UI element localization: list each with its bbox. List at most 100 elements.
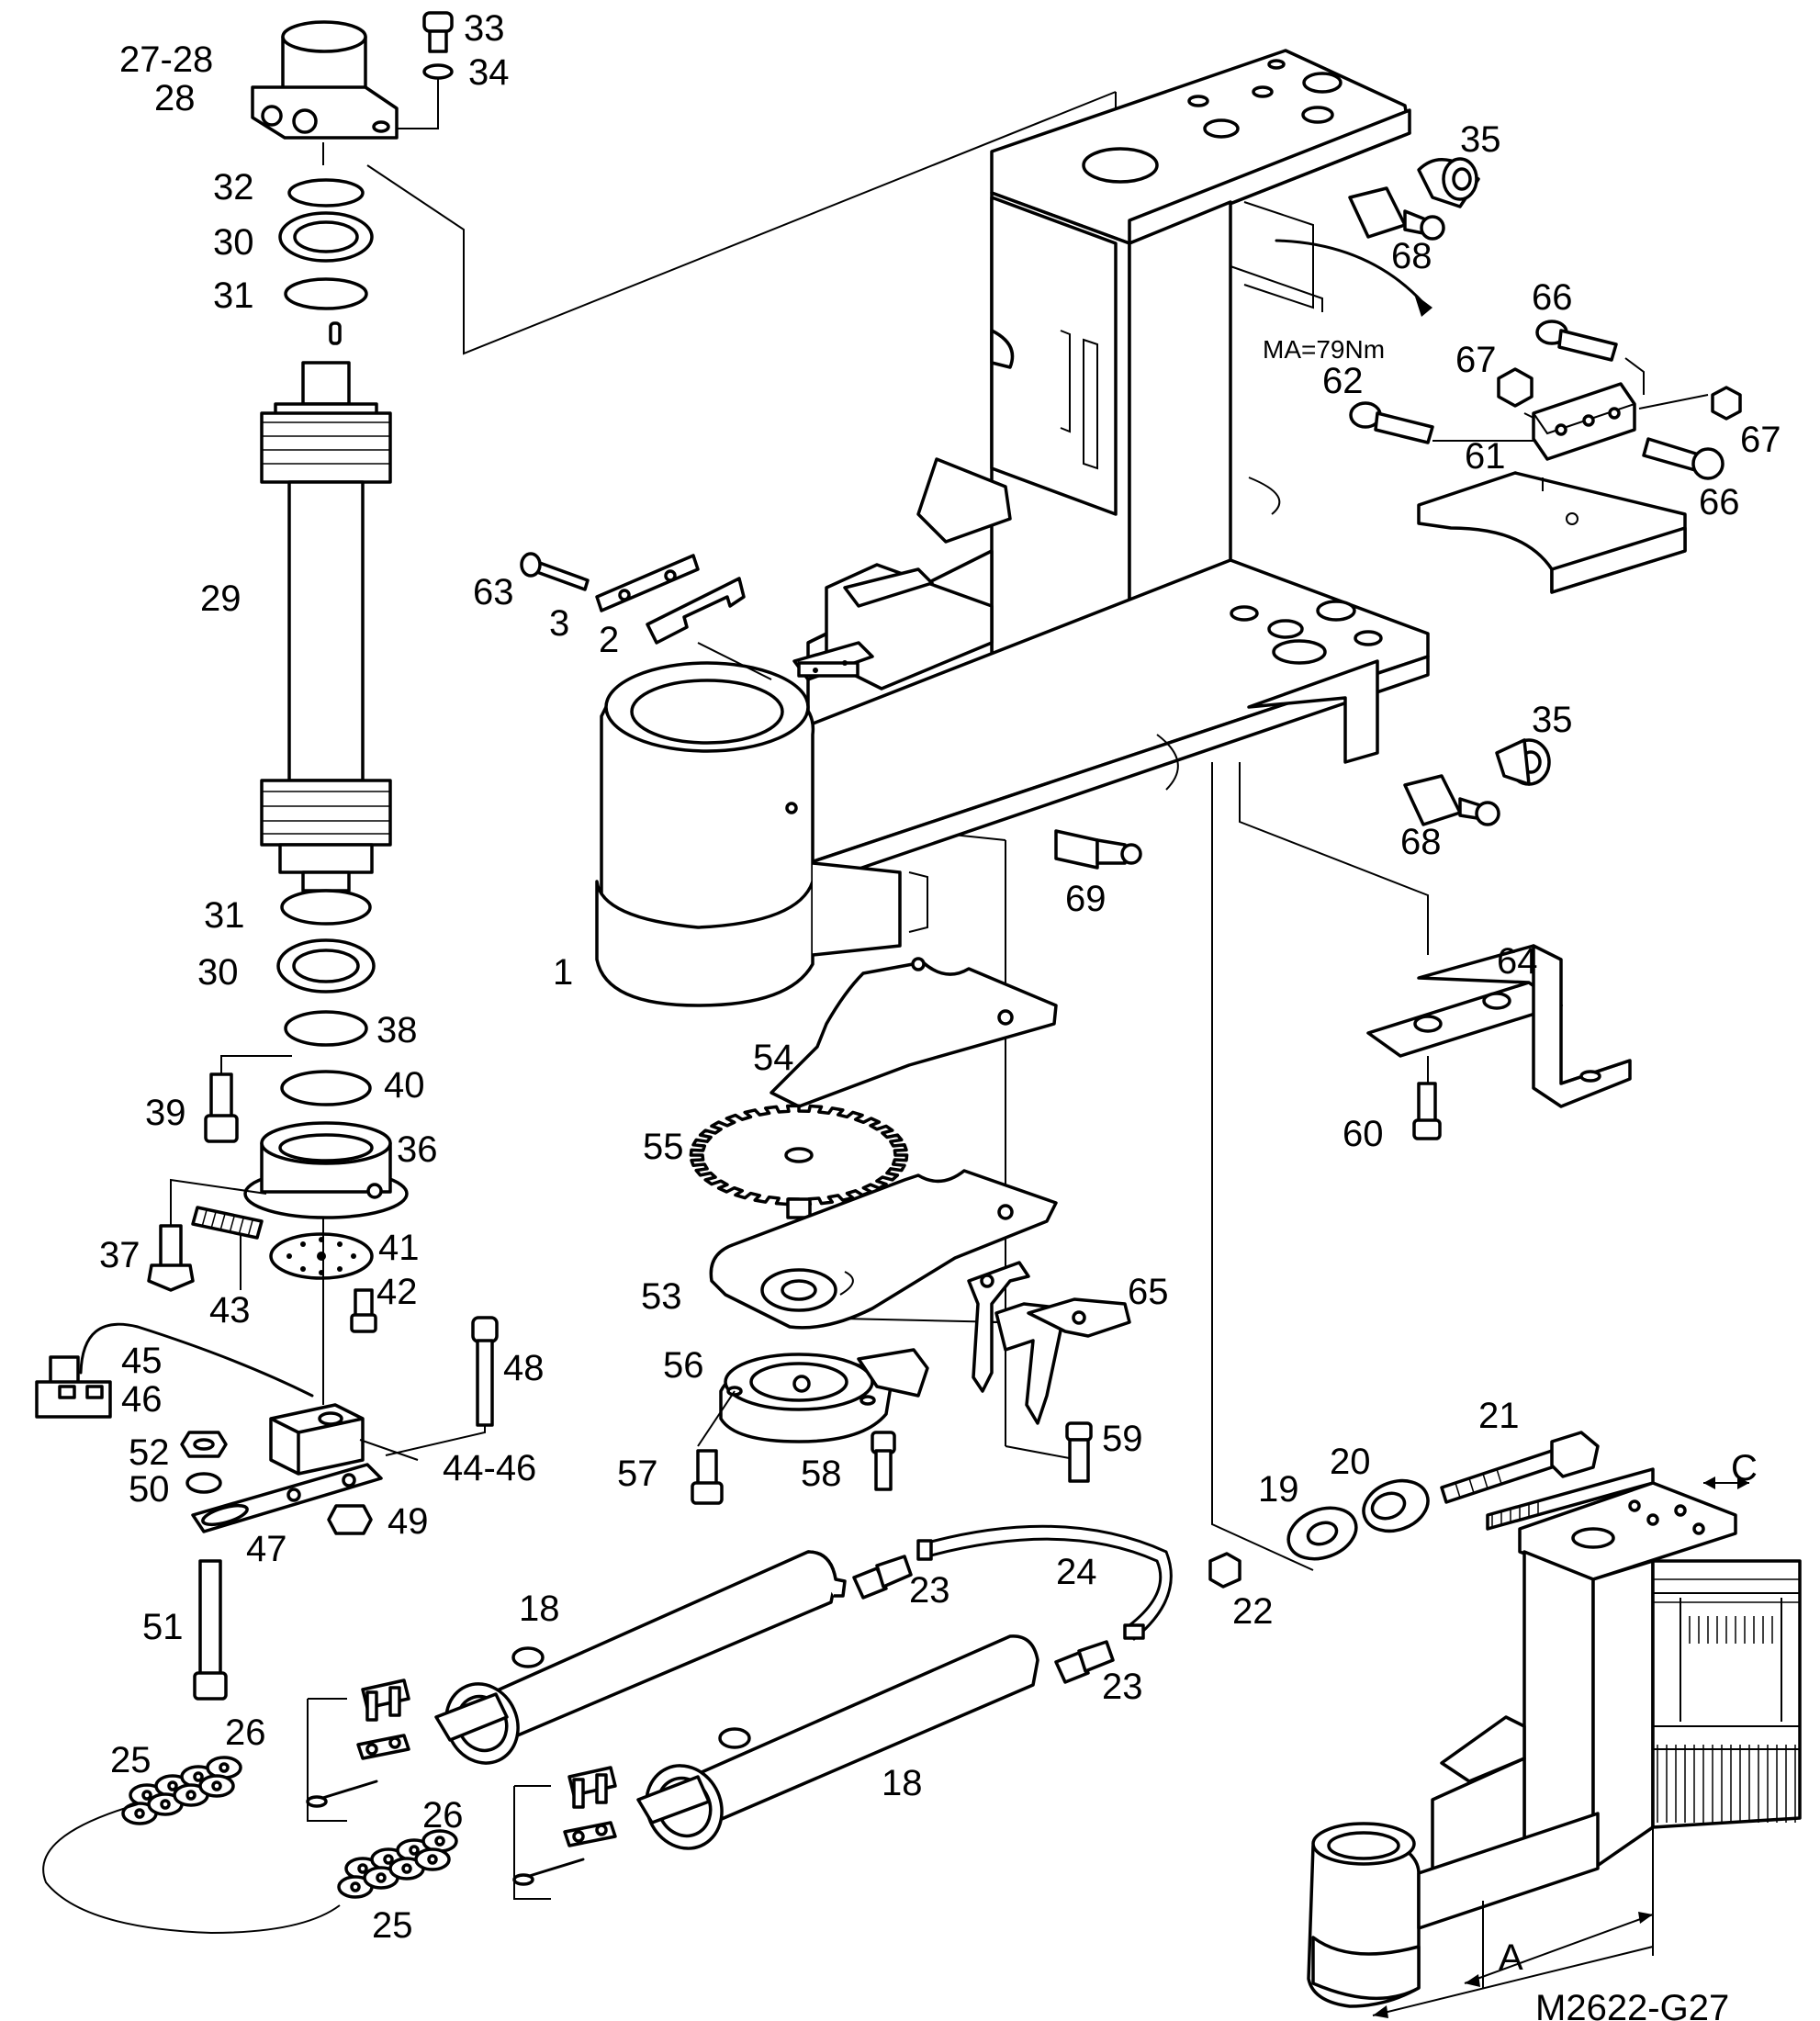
part-41-disc [269,1232,374,1280]
callout-27-28: 27-28 [119,39,213,80]
chain-pin [185,1790,197,1801]
part-66-bolt-lower [1642,437,1725,480]
part-61-clamp [1532,382,1636,461]
chain-pin [409,1845,420,1856]
callout-44-46: 44-46 [443,1448,536,1488]
part-52-nut [180,1431,228,1458]
part-32-circlip [287,178,365,208]
callout-24: 24 [1056,1552,1097,1592]
part-59-screw [1065,1421,1093,1483]
part-1-frame [595,49,1430,1007]
callout-67-top: 67 [1455,340,1497,380]
callout-62: 62 [1322,361,1364,401]
part-19-washer [1286,1506,1358,1561]
callout-32: 32 [213,167,254,208]
callout-26-lower: 26 [422,1795,464,1836]
shaft-assembly [35,11,499,1701]
chain-pin [427,1854,438,1865]
callout-36: 36 [397,1129,438,1170]
gear-hub [784,1147,814,1163]
callout-51: 51 [142,1607,184,1647]
callout-39: 39 [145,1093,186,1133]
callout-34: 34 [468,52,510,93]
chain-pin [193,1771,204,1782]
part-38-nut [284,1010,368,1047]
chain-pin [434,1836,445,1847]
callout-47: 47 [246,1529,287,1569]
part-30-bearing-lower [276,938,376,994]
callout-25-lower: 25 [372,1905,413,1946]
part-63-screw [520,552,590,591]
callout-30-lower: 30 [197,952,239,993]
torque-arrow [1275,239,1432,317]
callout-50: 50 [129,1469,170,1510]
clamp-leader-lines [1432,357,1709,491]
callout-21: 21 [1478,1396,1520,1436]
part-62-bolt [1349,401,1434,444]
part-18-cylinder-upper [434,1550,847,1765]
callout-67-lower: 67 [1740,420,1781,460]
callout-61: 61 [1465,436,1506,477]
part-51-bolt [193,1559,228,1701]
part-23-fitting-upper [852,1555,913,1600]
callout-58: 58 [801,1454,842,1494]
part-27-28-housing [251,20,399,140]
chain-pin [134,1808,145,1819]
part-54-plate [770,957,1058,1108]
chain-pin [141,1790,152,1801]
callout-42: 42 [376,1272,418,1312]
chain-pin [167,1780,178,1791]
callout-43: 43 [209,1290,251,1330]
dimension-label-c: C [1731,1448,1758,1488]
part-35-plug-top [1417,157,1480,208]
part-29-shaft [260,361,392,893]
callout-53: 53 [641,1276,682,1317]
part-21-bolt [1440,1431,1600,1504]
callout-22: 22 [1232,1591,1274,1632]
callout-38: 38 [376,1010,418,1050]
callout-56: 56 [663,1345,704,1386]
callout-26-upper: 26 [225,1712,266,1753]
callout-23-upper: 23 [909,1570,950,1611]
callout-31-lower: 31 [204,895,245,936]
chain-pin [383,1854,394,1865]
callout-19: 19 [1258,1469,1299,1510]
callout-2: 2 [599,620,619,660]
callout-46: 46 [121,1379,163,1420]
callout-64: 64 [1497,941,1538,982]
callout-40: 40 [384,1065,425,1106]
part-69-grease-nipple [1054,829,1142,870]
part-23-fitting-lower [1054,1640,1115,1684]
clamp-block [1417,471,1687,594]
part-50-washer [185,1472,222,1494]
detail-view [1307,1467,1802,2018]
part-53-plate [709,1169,1058,1330]
callout-1: 1 [553,952,573,993]
callout-59: 59 [1102,1419,1143,1459]
callout-35-lower: 35 [1532,700,1573,740]
part-65-bracket [967,1261,1131,1425]
callout-33: 33 [464,8,505,49]
callout-18-upper: 18 [519,1589,560,1629]
part-60-screw [1412,1056,1442,1140]
part-22-nut [1208,1552,1241,1589]
part-47-bracket [191,1463,383,1533]
callout-57: 57 [617,1454,658,1494]
callout-60: 60 [1343,1114,1384,1154]
gear-shaft [786,1197,812,1219]
callout-65: 65 [1128,1272,1169,1312]
part-43-spring [191,1206,264,1290]
callout-18-lower: 18 [882,1763,923,1803]
part-18-cylinder-lower [636,1634,1039,1850]
part-3-plate [595,554,700,612]
callout-54: 54 [753,1038,794,1078]
callout-23-lower: 23 [1102,1667,1143,1707]
callout-52: 52 [129,1432,170,1473]
callout-28: 28 [154,78,196,118]
part-26-link-lower [512,1766,617,1900]
part-26-link-upper [306,1679,410,1822]
callout-68-top: 68 [1391,236,1432,276]
callout-55: 55 [643,1127,684,1167]
part-67-nut-top [1497,367,1534,408]
